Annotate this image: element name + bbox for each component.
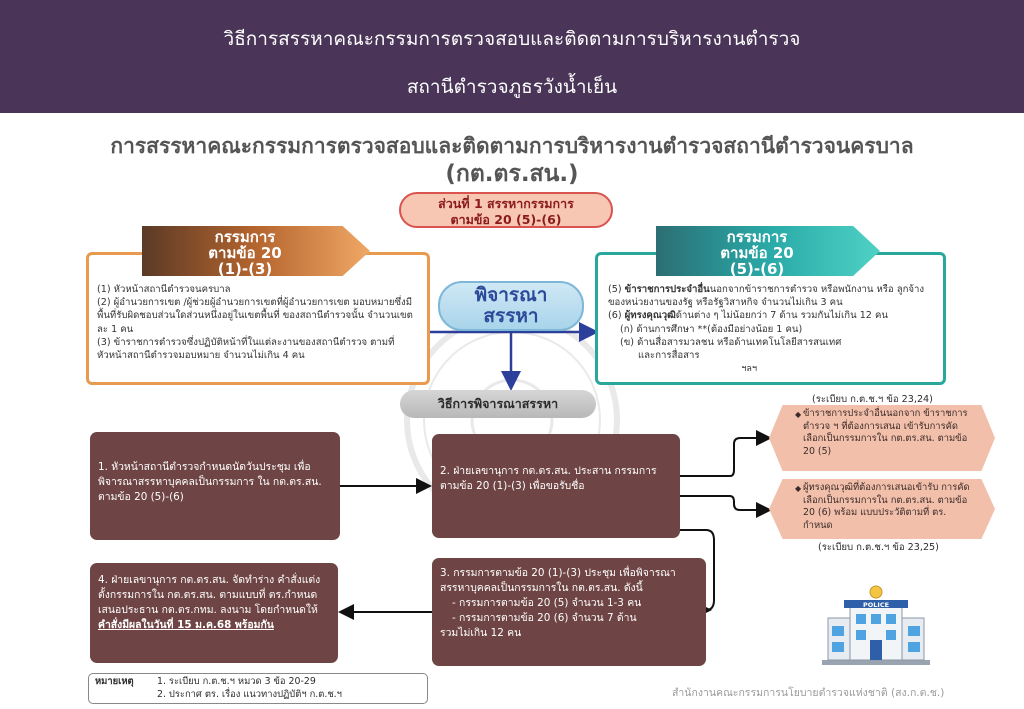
header-band [0,0,1024,113]
etc-mark: ฯลฯ [741,363,757,374]
banner-left-line1: กรรมการ [214,228,276,246]
page-title: การสรรหาคณะกรรมการตรวจสอบและติดตามการบริ… [110,134,914,158]
note2-text: ผู้ทรงคุณวุฒิที่ต้องการเสนอเข้ารับ การคั… [803,482,970,531]
part-one-line2: ตามข้อ 20 (5)-(6) [450,212,562,227]
committee-item-5: (5) ข้าราชการประจำอื่นนอกจากข้าราชการตำร… [608,283,935,309]
committee-item-3: (3) ข้าราชการตำรวจซึ่งปฏิบัติหน้าที่ในแต… [97,336,395,362]
police-sign-text: POLICE [863,601,889,609]
item6-prefix: (6) [608,310,625,322]
remark-box: หมายเหตุ 1. ระเบียบ ก.ต.ช.ฯ หมวด 3 ข้อ 20… [88,673,428,704]
footer-agency: สำนักงานคณะกรรมการนโยบายตำรวจแห่งชาติ (ส… [672,687,945,699]
bullet-icon: ◆ [795,484,802,493]
committee-1-3-banner: กรรมการ ตามข้อ 20 (1)-(3) [142,226,370,276]
sub-item-b: (ข) ด้านสื่อสารมวลชน หรือด้านเทคโนโลยีสา… [620,336,842,348]
item6-rest: ด้านต่าง ๆ ไม่น้อยกว่า 7 ด้าน รวมกันไม่เ… [675,310,888,322]
item5-rest: นอกจากข้าราชการตำรวจ หรือพนักงาน หรือ ลู… [608,284,925,309]
step-3-box: 3. กรรมการตามข้อ 20 (1)-(3) ประชุม เพื่อ… [432,558,706,666]
page-title-abbr: (กต.ตร.สน.) [445,161,579,187]
step4-emphasis: คำสั่งมีผลในวันที่ 15 ม.ค.68 พร้อมกัน [98,619,274,631]
remark-line2: 2. ประกาศ ตร. เรื่อง แนวทางปฏิบัติฯ ก.ต.… [157,688,342,700]
item5-prefix: (5) [608,284,625,295]
regulation-label-2: (ระเบียบ ก.ต.ช.ฯ ข้อ 23,25) [818,542,939,553]
part-one-line1: ส่วนที่ 1 สรรหากรรมการ [438,196,574,211]
header-title: วิธีการสรรหาคณะกรรมการตรวจสอบและติดตามกา… [223,28,801,50]
part-one-pill: ส่วนที่ 1 สรรหากรรมการ ตามข้อ 20 (5)-(6) [399,192,613,228]
bullet-icon: ◆ [795,410,802,419]
step3-line2: - กรรมการตามข้อ 20 (5) จำนวน 1-3 คน [452,597,642,609]
note1-text: ข้าราชการประจำอื่นนอกจาก ข้าราชการตำรวจ … [803,408,968,457]
committee-5-6-banner: กรรมการ ตามข้อ 20 (5)-(6) [656,226,880,276]
consider-recruit-pill: พิจารณา สรรหา [438,281,584,331]
step3-line4: รวมไม่เกิน 12 คน [440,627,522,639]
connector-step2-note1 [680,430,772,477]
banner-right-line3: (5)-(6) [729,260,785,278]
step-1-box: 1. หัวหน้าสถานีตำรวจกำหนดนัดวันประชุม เพ… [90,432,340,540]
banner-right-line2: ตามข้อ 20 [720,244,794,262]
regulation-label-1: (ระเบียบ ก.ต.ช.ฯ ข้อ 23,24) [812,394,933,405]
item6-bold: ผู้ทรงคุณวุฒิ [624,310,676,322]
consider-line2: สรรหา [483,305,539,327]
committee-item-6: (6) ผู้ทรงคุณวุฒิด้านต่าง ๆ ไม่น้อยกว่า … [608,309,935,322]
banner-left-line3: (1)-(3) [217,260,273,278]
consider-line1: พิจารณา [474,284,548,306]
sub-item-b2: และการสื่อสาร [638,350,700,362]
remark-head: หมายเหตุ [95,676,134,687]
note-civil-servant: ◆ ข้าราชการประจำอื่นนอกจาก ข้าราชการตำรว… [769,405,995,471]
item5-bold: ข้าราชการประจำอื่น [624,284,710,295]
remark-line1: 1. ระเบียบ ก.ต.ช.ฯ หมวด 3 ข้อ 20-29 [157,676,316,687]
step3-line3: - กรรมการตามข้อ 20 (6) จำนวน 7 ด้าน [452,612,637,624]
header-station: สถานีตำรวจภูธรวังน้ำเย็น [406,76,618,98]
step3-line1: 3. กรรมการตามข้อ 20 (1)-(3) ประชุม เพื่อ… [440,567,676,594]
step-4-box: 4. ฝ่ายเลขานุการ กต.ตร.สน. จัดทำร่าง คำส… [90,563,338,663]
step4-text: 4. ฝ่ายเลขานุการ กต.ตร.สน. จัดทำร่าง คำส… [98,574,321,616]
committee-item-1: (1) หัวหน้าสถานีตำรวจนครบาล [97,284,231,295]
committee-item-2: (2) ผู้อำนวยการเขต /ผู้ช่วยผู้อำนวยการเข… [97,297,413,335]
note-expert: ◆ ผู้ทรงคุณวุฒิที่ต้องการเสนอเข้ารับ การ… [769,479,995,539]
step-2-box: 2. ฝ่ายเลขานุการ กต.ตร.สน. ประสาน กรรมกา… [432,434,680,538]
method-pill: วิธีการพิจารณาสรรหา [400,390,596,418]
banner-left-line2: ตามข้อ 20 [208,244,282,262]
banner-right-line1: กรรมการ [726,228,788,246]
connector-step2-note2 [680,495,772,518]
sub-item-a: (ก) ด้านการศึกษา **(ต้องมีอย่างน้อย 1 คน… [620,323,803,335]
police-station-icon: POLICE [822,585,930,665]
